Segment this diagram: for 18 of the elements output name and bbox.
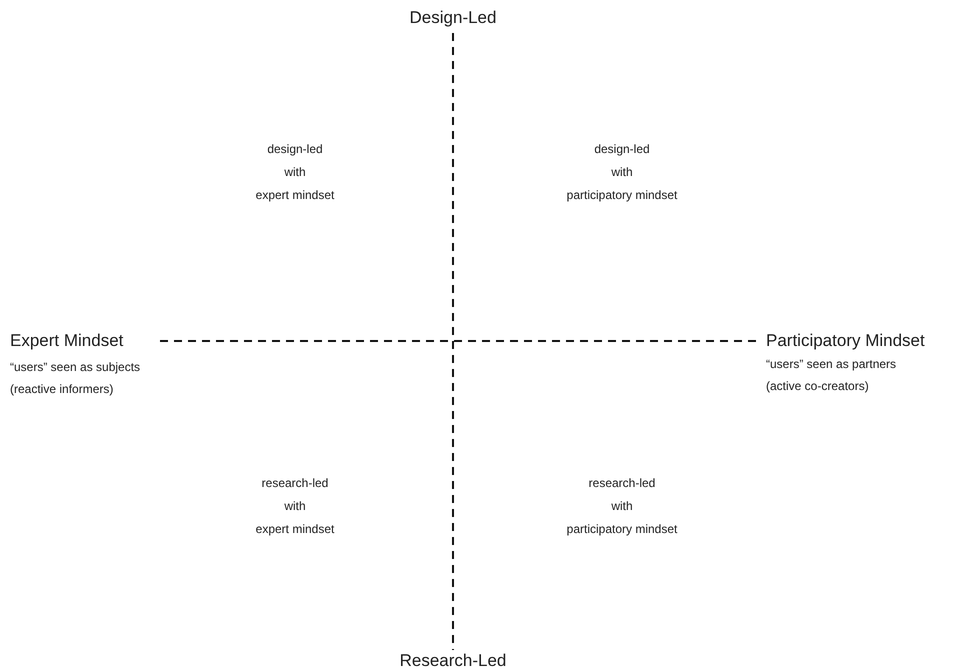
axis-label: Participatory Mindset	[766, 330, 925, 352]
axis-description: “users” seen as subjects (reactive informers)	[10, 359, 142, 398]
quadrant-label: expert mindset	[256, 187, 334, 204]
quadrant-label: participatory mindset	[566, 521, 678, 538]
quadrant-label: expert mindset	[256, 521, 334, 538]
quadrant-label: research-led	[588, 475, 656, 492]
quadrant-label: with	[611, 164, 633, 181]
quadrant-label: participatory mindset	[566, 187, 678, 204]
quadrant-label: with	[284, 164, 306, 181]
quadrant-label: design-led	[267, 141, 323, 158]
quadrant-label: research-led	[262, 475, 328, 492]
axis-label: Design-Led	[410, 7, 496, 29]
axis-label: Research-Led	[400, 650, 506, 672]
quadrant-label: with	[611, 498, 633, 515]
axis-label: Expert Mindset	[10, 330, 124, 352]
quadrant-label: design-led	[594, 141, 650, 158]
quadrant-label: with	[284, 498, 306, 515]
axis-description: “users” seen as partners (active co-creators)	[766, 356, 898, 395]
